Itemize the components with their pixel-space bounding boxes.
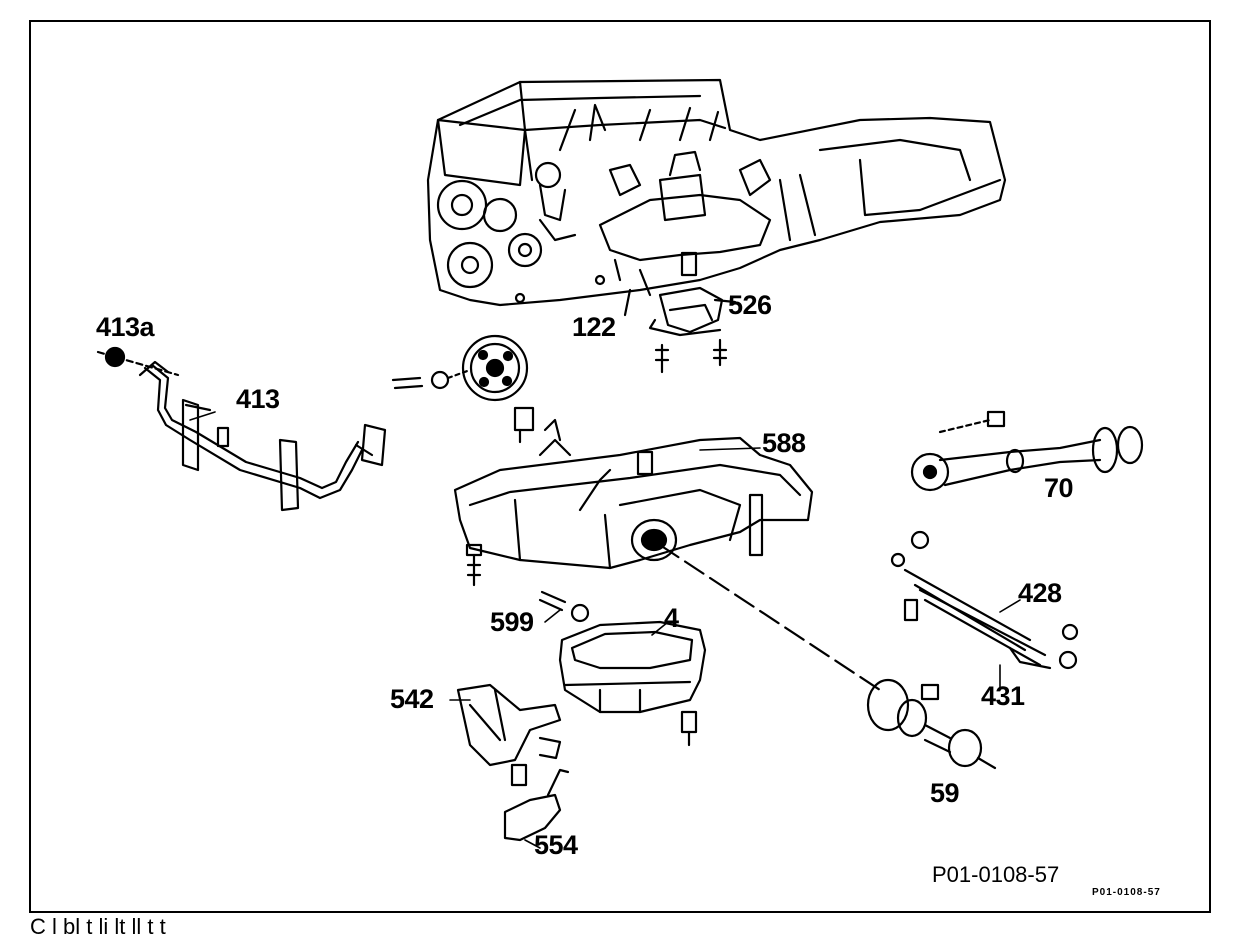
callout-526: 526 — [728, 290, 772, 320]
drain-plug — [538, 590, 590, 623]
callout-431: 431 — [981, 681, 1025, 711]
engine-block — [426, 78, 1007, 307]
figure-code-small: P01-0108-57 — [1092, 887, 1161, 898]
callout-413a: 413a — [96, 312, 155, 342]
oil-pan-upper — [453, 406, 814, 587]
drive-shaft — [910, 410, 1144, 492]
callout-413: 413 — [236, 384, 280, 414]
figure-frame — [29, 20, 1211, 913]
callout-428: 428 — [1018, 578, 1062, 608]
callout-542: 542 — [390, 684, 434, 714]
mounting-bracket — [456, 683, 562, 787]
figure-code: P01-0108-57 — [932, 862, 1060, 887]
caption-fragment: C l bl t li lt ll t t — [30, 914, 166, 939]
axle-shaft — [658, 543, 997, 770]
shield-plate — [503, 768, 570, 842]
leader-lines — [189, 411, 1021, 849]
callout-599: 599 — [490, 607, 534, 637]
oil-pan-lower — [558, 620, 707, 747]
callout-122: 122 — [572, 312, 616, 342]
control-arm — [890, 530, 1079, 670]
sprocket — [391, 334, 529, 402]
callout-4: 4 — [664, 603, 679, 633]
oil-line-assembly — [96, 346, 387, 512]
callout-59: 59 — [930, 778, 960, 808]
callout-588: 588 — [762, 428, 806, 458]
callout-70: 70 — [1044, 473, 1074, 503]
callout-554: 554 — [534, 830, 578, 860]
engine-mount — [623, 251, 737, 374]
